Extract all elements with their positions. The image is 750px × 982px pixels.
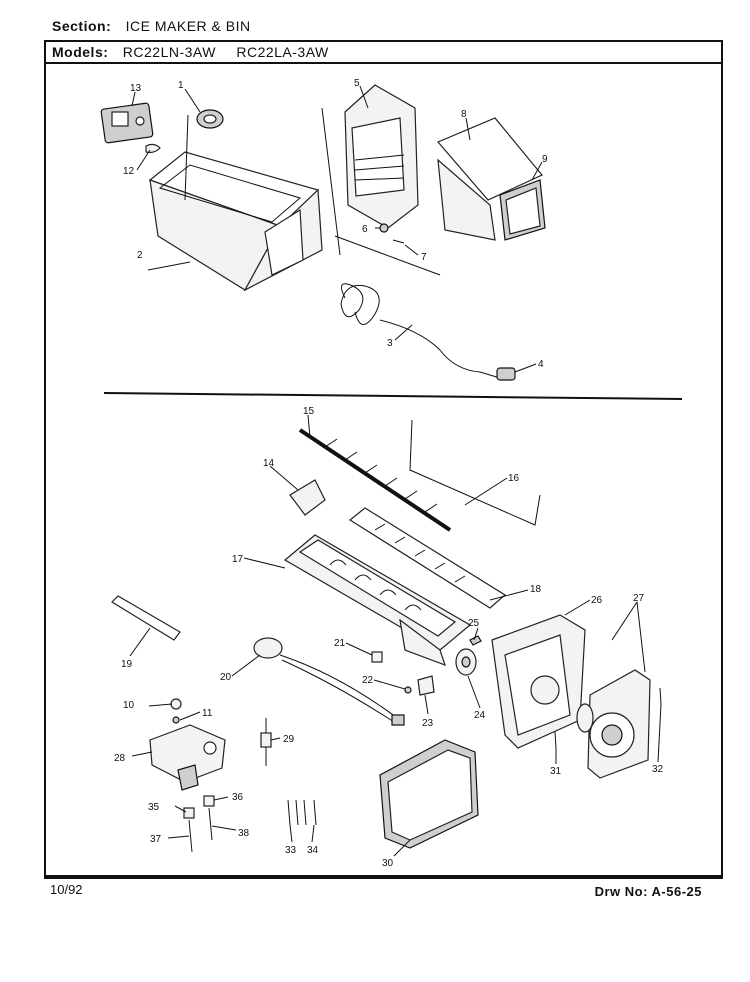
callout-36: 36 [232, 792, 244, 803]
callout-3: 3 [387, 338, 393, 349]
callout-26: 26 [591, 595, 603, 606]
callout-22: 22 [362, 675, 374, 686]
part-clip [145, 143, 161, 154]
part-thermostat [371, 651, 383, 663]
callout-6: 6 [362, 224, 368, 235]
part-bracket [417, 675, 435, 696]
models-divider [44, 62, 723, 64]
callout-5: 5 [354, 78, 360, 89]
part-mounting-screws [287, 799, 317, 826]
part-cam [289, 479, 326, 516]
callout-18: 18 [530, 584, 542, 595]
callout-9: 9 [542, 154, 548, 165]
part-cap [170, 698, 182, 710]
callout-15: 15 [303, 406, 315, 417]
drawing-number: Drw No: A-56-25 [594, 884, 702, 899]
part-water-tube [183, 795, 215, 853]
callout-29: 29 [283, 734, 295, 745]
section-label: Section: [52, 18, 112, 34]
part-gear [455, 648, 477, 676]
part-connector [496, 367, 516, 381]
part-ice-mold [283, 534, 472, 667]
part-wire-nut [260, 718, 272, 766]
callout-12: 12 [123, 166, 135, 177]
callout-35: 35 [148, 802, 160, 813]
callout-27: 27 [633, 593, 645, 604]
callout-25: 25 [468, 618, 480, 629]
callout-23: 23 [422, 718, 434, 729]
part-screw [659, 687, 662, 705]
callout-32: 32 [652, 764, 664, 775]
section-value: ICE MAKER & BIN [125, 18, 251, 34]
part-ice-bin [148, 114, 323, 292]
callout-8: 8 [461, 109, 467, 120]
callout-34: 34 [307, 845, 319, 856]
section-header: Section: ICE MAKER & BIN [52, 18, 267, 34]
models-header: Models: RC22LN-3AW RC22LA-3AW [52, 44, 345, 60]
part-switch-bracket [100, 102, 154, 144]
part-fitting [196, 109, 224, 129]
part-motor [576, 669, 651, 779]
part-screw [554, 731, 557, 749]
part-shutoff-arm [409, 419, 541, 526]
callout-33: 33 [285, 845, 297, 856]
part-washer [172, 716, 180, 724]
part-chute [437, 117, 546, 241]
models-label: Models: [52, 44, 109, 60]
callout-2: 2 [137, 250, 143, 261]
callout-17: 17 [232, 554, 244, 565]
part-stripper [348, 507, 507, 609]
part-spring [469, 635, 482, 646]
leader-lines [129, 85, 662, 857]
part-wire-harness [253, 637, 405, 726]
part-control-housing [491, 614, 586, 749]
drawing-frame [44, 40, 723, 877]
callout-13: 13 [130, 83, 142, 94]
callout-20: 20 [220, 672, 232, 683]
part-washer [379, 223, 389, 233]
part-duct [344, 84, 419, 229]
section-divider-line [103, 392, 683, 400]
footer-divider [44, 877, 723, 879]
part-heater-wire [340, 283, 501, 379]
callout-11: 11 [202, 708, 213, 719]
callout-14: 14 [263, 458, 275, 469]
part-screw [404, 686, 412, 694]
callout-1: 1 [178, 80, 184, 91]
date-code: 10/92 [50, 882, 83, 897]
part-water-valve [149, 724, 226, 791]
callout-16: 16 [508, 473, 520, 484]
part-ejector [298, 428, 452, 532]
callout-7: 7 [421, 252, 427, 263]
callout-19: 19 [121, 659, 133, 670]
part-fill-tube [111, 595, 181, 641]
model-number: RC22LA-3AW [236, 44, 329, 60]
callout-10: 10 [123, 700, 135, 711]
callout-4: 4 [538, 359, 544, 370]
callout-30: 30 [382, 858, 394, 869]
callout-28: 28 [114, 753, 126, 764]
part-screw [392, 239, 405, 244]
callout-24: 24 [474, 710, 486, 721]
part-front-cover [379, 739, 479, 849]
callout-31: 31 [550, 766, 562, 777]
callout-21: 21 [334, 638, 346, 649]
model-number: RC22LN-3AW [122, 44, 216, 60]
callout-37: 37 [150, 834, 162, 845]
callout-38: 38 [238, 828, 250, 839]
